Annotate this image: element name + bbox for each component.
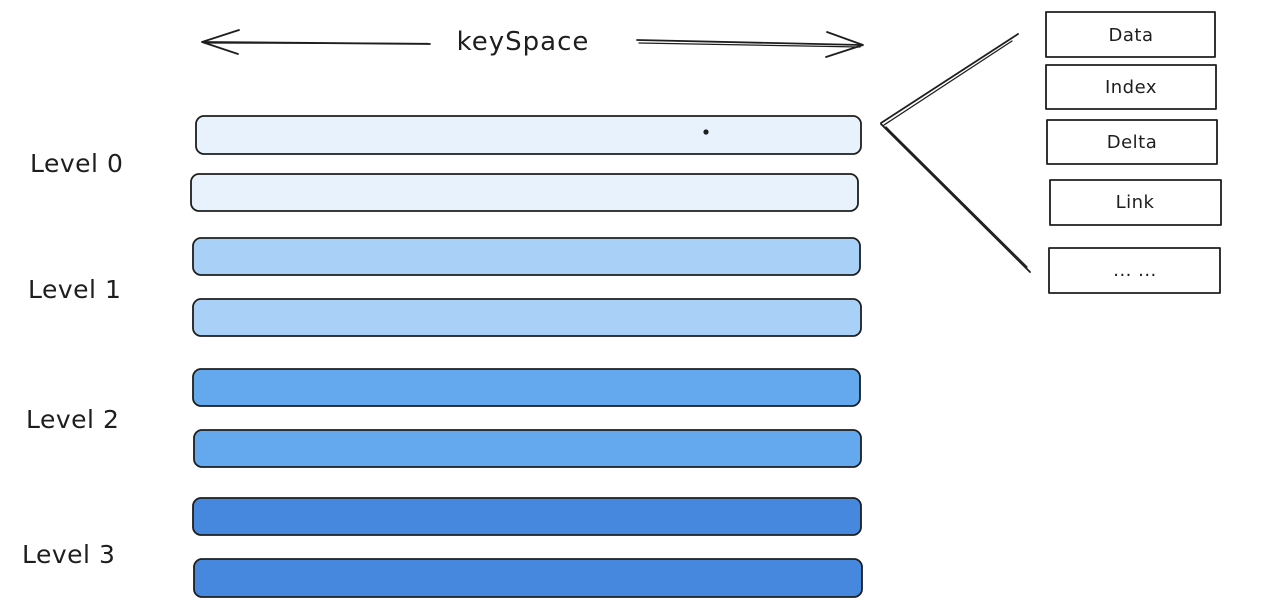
- block-index: Index: [1045, 64, 1217, 110]
- level-1-label: Level 1: [28, 275, 121, 304]
- block-link-label: Link: [1116, 192, 1155, 213]
- keyspace-arrow-right-shaft: [636, 39, 863, 46]
- expansion-line-bottom-sketch: [885, 126, 1028, 268]
- block-data: Data: [1045, 11, 1216, 58]
- level-3-label: Level 3: [22, 540, 115, 569]
- block-delta-label: Delta: [1107, 132, 1158, 153]
- level-2-run-1: [192, 368, 861, 407]
- level-3-run-2: [193, 558, 863, 598]
- keyspace-arrow-left-shaft-sketch: [204, 42, 429, 45]
- expansion-line-top-sketch: [883, 40, 1013, 126]
- level-1-run-2: [192, 298, 862, 337]
- level-0-run-1: [195, 115, 862, 155]
- expansion-line-bottom: [880, 123, 1031, 273]
- level-3-run-1: [192, 497, 862, 536]
- level-1-run-1: [192, 237, 861, 276]
- keyspace-label: keySpace: [457, 27, 590, 57]
- keyspace-arrow-right-shaft-sketch: [638, 42, 861, 48]
- keyspace-arrow-right-head: [825, 31, 864, 58]
- block-delta: Delta: [1046, 119, 1218, 165]
- level-0-label: Level 0: [30, 149, 123, 178]
- level-0-run-2: [190, 173, 859, 212]
- level-2-run-2: [193, 429, 862, 468]
- block-index-box: [1045, 64, 1217, 110]
- block-more-label: ... ...: [1113, 260, 1157, 281]
- level-3: [192, 497, 863, 598]
- level-0: [190, 115, 862, 212]
- block-link-box: [1049, 179, 1222, 226]
- block-index-label: Index: [1105, 77, 1157, 98]
- block-more: ... ...: [1048, 247, 1221, 294]
- level-0-marker-dot: [703, 129, 709, 135]
- block-data-box: [1045, 11, 1216, 58]
- level-2: [192, 368, 862, 468]
- block-data-label: Data: [1109, 25, 1154, 46]
- keyspace-arrow-left-head: [201, 29, 240, 55]
- keyspace-arrow: [201, 29, 864, 58]
- sstable-blocks: Data Index Delta Link ... ...: [1045, 11, 1222, 294]
- block-delta-box: [1046, 119, 1218, 165]
- block-more-box: [1048, 247, 1221, 294]
- block-link: Link: [1049, 179, 1222, 226]
- level-2-label: Level 2: [26, 405, 119, 434]
- expansion-lines: [880, 33, 1031, 273]
- level-1: [192, 237, 862, 337]
- expansion-line-top: [880, 33, 1019, 124]
